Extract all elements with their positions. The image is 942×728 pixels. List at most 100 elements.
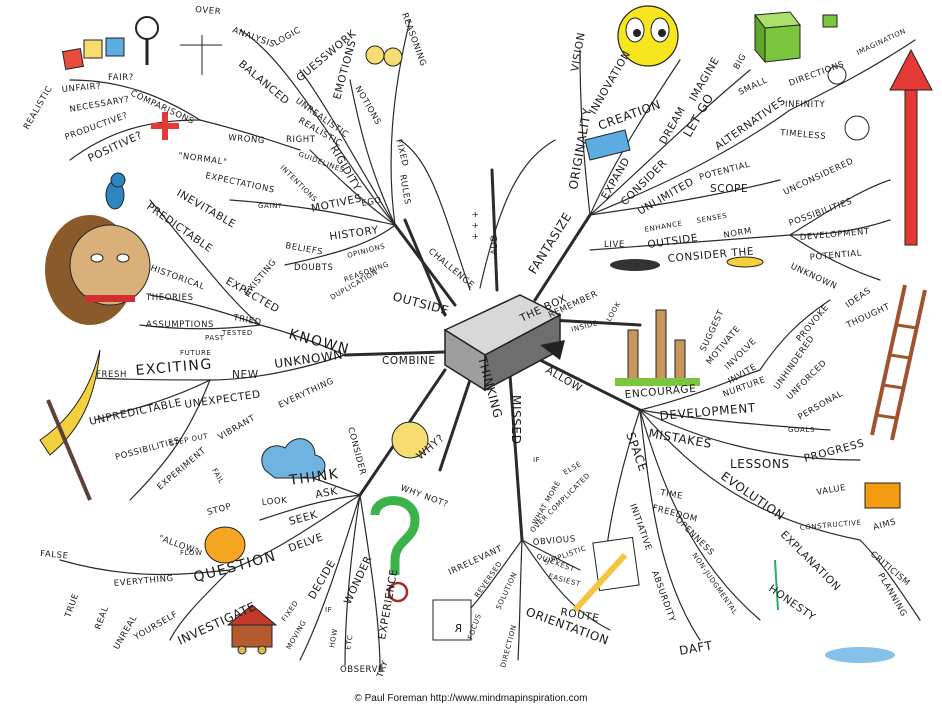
word: INNOVATION	[587, 49, 633, 117]
word: EGO	[361, 196, 383, 209]
word: UNPREDICTABLE	[88, 397, 183, 428]
word: GOALS	[788, 426, 815, 434]
red-arrow-icon	[889, 48, 933, 246]
star-wheel-icon	[827, 65, 847, 85]
house-cart-icon	[226, 604, 278, 655]
word: FAIL	[210, 467, 225, 485]
word: REVERSED	[473, 560, 504, 599]
word: POTENTIAL	[698, 160, 751, 183]
label-missed: MISSED	[509, 395, 523, 445]
branch-reasoning	[403, 218, 447, 317]
secondary-branches	[59, 19, 921, 671]
checkbox-cards-icon	[61, 37, 125, 71]
word: EXPERIENCE	[376, 568, 400, 641]
label-plusplus: + + +	[471, 210, 481, 240]
lightbulb-face-icon	[204, 526, 246, 564]
word: UNEXPECTED	[184, 388, 262, 411]
word: FALSE	[40, 549, 69, 561]
branch-combine	[343, 350, 447, 357]
word: LIVE	[604, 240, 625, 250]
word: FIXED	[280, 599, 300, 623]
word: SCOPE	[710, 183, 748, 195]
label-look: LOOK	[605, 300, 623, 323]
word: EVERYTHING	[277, 376, 336, 410]
word: VIBRANT	[217, 413, 258, 442]
word: PAST	[205, 334, 225, 342]
word: ASSUMPTIONS	[146, 320, 214, 330]
word: FRESH	[96, 370, 127, 380]
word: IDEAS	[844, 286, 873, 311]
word: ALTERNATIVES	[713, 95, 788, 153]
word: WONDER	[342, 554, 375, 606]
pencil-paper-icon	[572, 536, 640, 613]
word: TRY	[375, 659, 391, 680]
word: TRIED	[231, 313, 262, 328]
word: UNKNOWN	[789, 262, 839, 292]
branch-thinking	[438, 378, 472, 472]
reversed-r-glyph: R	[454, 623, 462, 635]
branch-allow	[538, 358, 642, 412]
word: STEP OUT	[169, 432, 209, 448]
word: SEEK	[288, 509, 320, 528]
label-outside: OUTSIDE	[391, 289, 450, 317]
word: THINK	[287, 466, 340, 489]
word: "NORMAL"	[178, 151, 228, 168]
ufo-icon	[726, 256, 764, 268]
word: ANALYSIS	[231, 25, 277, 50]
word: INTENTIONS	[279, 164, 319, 204]
word: SOLUTION	[495, 571, 519, 611]
word: EXPECTATIONS	[204, 171, 275, 195]
label-combine: COMBINE	[382, 355, 436, 367]
word: NORM	[723, 226, 753, 241]
word: MOVING	[285, 619, 308, 651]
word: DECIDE	[306, 558, 338, 602]
word: FAIR?	[108, 73, 134, 83]
label-unknown: UNKNOWN	[273, 347, 343, 370]
word: OVER	[195, 5, 222, 17]
word: POSSIBILITIES	[788, 197, 854, 229]
branch-look	[548, 318, 642, 327]
word: HONESTY	[766, 583, 817, 624]
credit-line: © Paul Foreman http://www.mindmapinspira…	[354, 693, 588, 704]
word: EVOLUTION	[718, 469, 787, 523]
snail-icon	[610, 259, 660, 271]
word: INFINITY	[785, 100, 826, 110]
bird-icon	[105, 172, 126, 210]
word: DOUBTS	[294, 263, 333, 273]
label-add: ADD	[490, 234, 500, 255]
cloud-icon	[261, 438, 326, 479]
word: VISION	[569, 31, 588, 72]
green-cube-icon	[754, 11, 838, 64]
word: DELVE	[287, 531, 325, 555]
branch-add	[490, 168, 499, 292]
word: IMAGINATION	[855, 27, 907, 57]
word: IF	[325, 606, 332, 614]
word: TIMELESS	[779, 128, 827, 142]
word: UNFAIR?	[61, 82, 101, 95]
word: PERSONAL	[797, 389, 845, 423]
magnifier-icon	[135, 16, 159, 65]
word: REAL	[93, 605, 111, 631]
word: OUTSIDE	[647, 232, 699, 251]
word: SENSES	[696, 212, 728, 225]
word: RULES	[397, 174, 412, 206]
word: NOTIONS	[352, 85, 382, 128]
word: ABSURDITY	[649, 570, 677, 624]
sun-icon	[391, 421, 429, 459]
word: FIXED	[393, 138, 410, 168]
branch-antenna-right	[479, 139, 556, 289]
word: HISTORY	[329, 224, 380, 243]
word: STOP	[206, 502, 233, 518]
label-consider: CONSIDER	[345, 426, 367, 476]
word: ENHANCE	[644, 219, 683, 234]
word: EVERYTHING	[113, 574, 174, 589]
word: SMALL	[737, 76, 769, 98]
word: REALISTIC	[22, 84, 55, 131]
branch-missed	[508, 373, 524, 542]
water-plant-icon	[774, 559, 895, 663]
word: DIRECTION	[499, 624, 518, 669]
word: CONSTRUCTIVE	[799, 519, 861, 532]
word: LESSONS	[730, 457, 790, 471]
